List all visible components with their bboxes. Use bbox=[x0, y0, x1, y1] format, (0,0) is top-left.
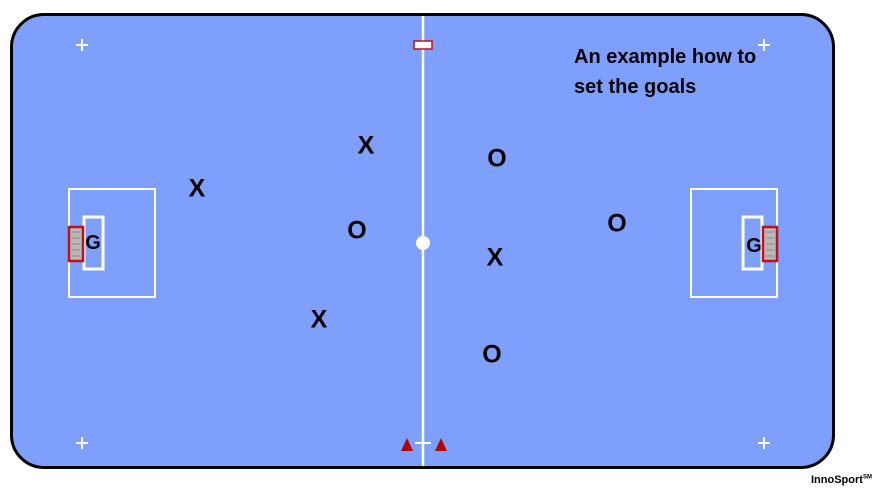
plus-marker-icon bbox=[76, 437, 88, 449]
player-x: X bbox=[357, 131, 375, 160]
player-x: X bbox=[310, 305, 328, 334]
cone-icon bbox=[435, 438, 447, 451]
player-o: O bbox=[482, 340, 502, 369]
player-x: X bbox=[486, 243, 504, 272]
cone-icon bbox=[401, 438, 413, 451]
player-x: X bbox=[188, 174, 206, 203]
goalkeeper-right: G bbox=[746, 235, 762, 257]
annotation-line-1: An example how to bbox=[574, 46, 757, 68]
goalkeeper-left: G bbox=[85, 232, 101, 254]
player-o: O bbox=[607, 209, 627, 238]
plus-marker-icon bbox=[76, 39, 88, 51]
right-goal-icon bbox=[761, 225, 779, 263]
annotation-text: An example how to set the goals bbox=[574, 42, 834, 102]
left-goal-icon bbox=[67, 225, 85, 263]
small-goal-top bbox=[413, 40, 433, 50]
annotation-line-2: set the goals bbox=[574, 76, 697, 98]
center-spot-icon bbox=[416, 236, 430, 250]
brand-service-mark: SM bbox=[862, 474, 872, 481]
plus-marker-icon bbox=[758, 437, 770, 449]
brand-name: InnoSport bbox=[811, 474, 863, 486]
player-o: O bbox=[487, 144, 507, 173]
plus-marker-icon bbox=[758, 39, 770, 51]
brand-watermark: InnoSportSM bbox=[811, 474, 872, 486]
player-o: O bbox=[347, 216, 367, 245]
